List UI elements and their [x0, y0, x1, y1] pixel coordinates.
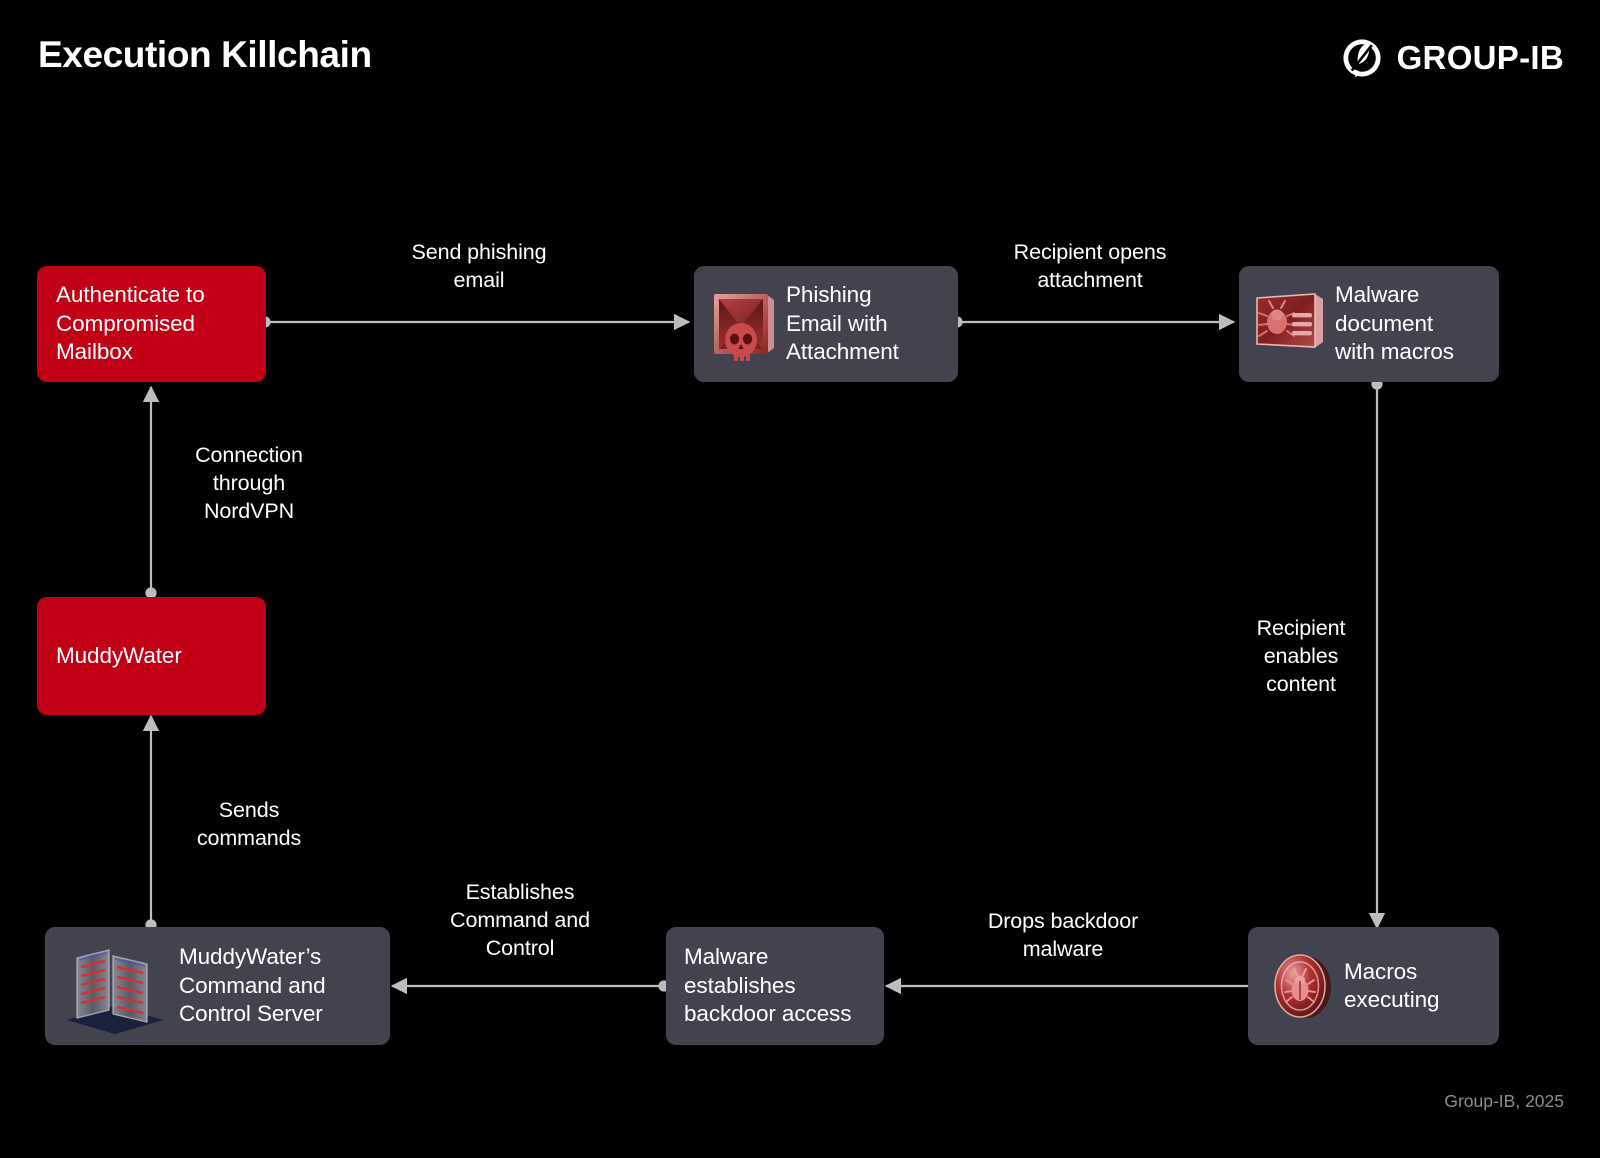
node-label: Authenticate to Compromised Mailbox	[56, 282, 205, 365]
node-authenticate-to-compromised-mailbox[interactable]: Authenticate to Compromised Mailbox	[37, 266, 266, 382]
node-label: MuddyWater’s Command and Control Server	[179, 944, 326, 1027]
edge-label-connection-through-nordvpn: Connection through NordVPN	[195, 443, 303, 523]
node-label: Macros executing	[1344, 958, 1440, 1013]
edge-label-recipient-opens-attachment: Recipient opens attachment	[1013, 240, 1167, 292]
edge-sends-commands	[142, 714, 160, 931]
edge-label-send-phishing-email: Send phishing email	[411, 240, 547, 292]
brand-wordmark: GROUP-IB	[1396, 39, 1564, 76]
edge-connection-through-nordvpn	[142, 385, 160, 599]
node-label: Malware document with macros	[1335, 282, 1454, 365]
edge-drops-backdoor-malware	[884, 977, 1264, 995]
node-malware-establishes-backdoor-access[interactable]: Malware establishes backdoor access	[666, 927, 884, 1045]
edge-label-sends-commands: Sends commands	[196, 798, 302, 850]
node-malware-document-with-macros[interactable]: Malware document with macros	[1239, 266, 1499, 382]
node-label: MuddyWater	[56, 642, 182, 668]
node-muddywater[interactable]: MuddyWater	[37, 597, 266, 715]
node-phishing-email-with-attachment[interactable]: Phishing Email with Attachment	[694, 266, 958, 382]
phishing-envelope-skull-icon	[714, 294, 774, 361]
edge-recipient-opens-attachment	[951, 313, 1236, 331]
edge-send-phishing-email	[259, 313, 691, 331]
group-ib-logo-icon	[1342, 39, 1381, 78]
page-title: Execution Killchain	[38, 34, 372, 75]
edge-establishes-command-and-control	[390, 977, 670, 995]
node-macros-executing[interactable]: Macros executing	[1248, 927, 1499, 1045]
node-label: Phishing Email with Attachment	[786, 282, 899, 365]
node-muddywater-command-and-control-server[interactable]: MuddyWater’s Command and Control Server	[45, 927, 390, 1045]
edge-label-drops-backdoor-malware: Drops backdoor malware	[987, 909, 1139, 961]
malware-document-bug-icon	[1256, 293, 1323, 348]
footer-credit: Group-IB, 2025	[1444, 1091, 1564, 1111]
server-rack-icon	[67, 949, 163, 1034]
edge-label-establishes-command-and-control: Establishes Command and Control	[450, 880, 590, 960]
macro-bug-badge-icon	[1274, 954, 1331, 1018]
edge-label-recipient-enables-content: Recipient enables content	[1256, 616, 1346, 696]
node-label: Malware establishes backdoor access	[684, 944, 852, 1027]
brand-logo: GROUP-IB	[1340, 36, 1564, 80]
